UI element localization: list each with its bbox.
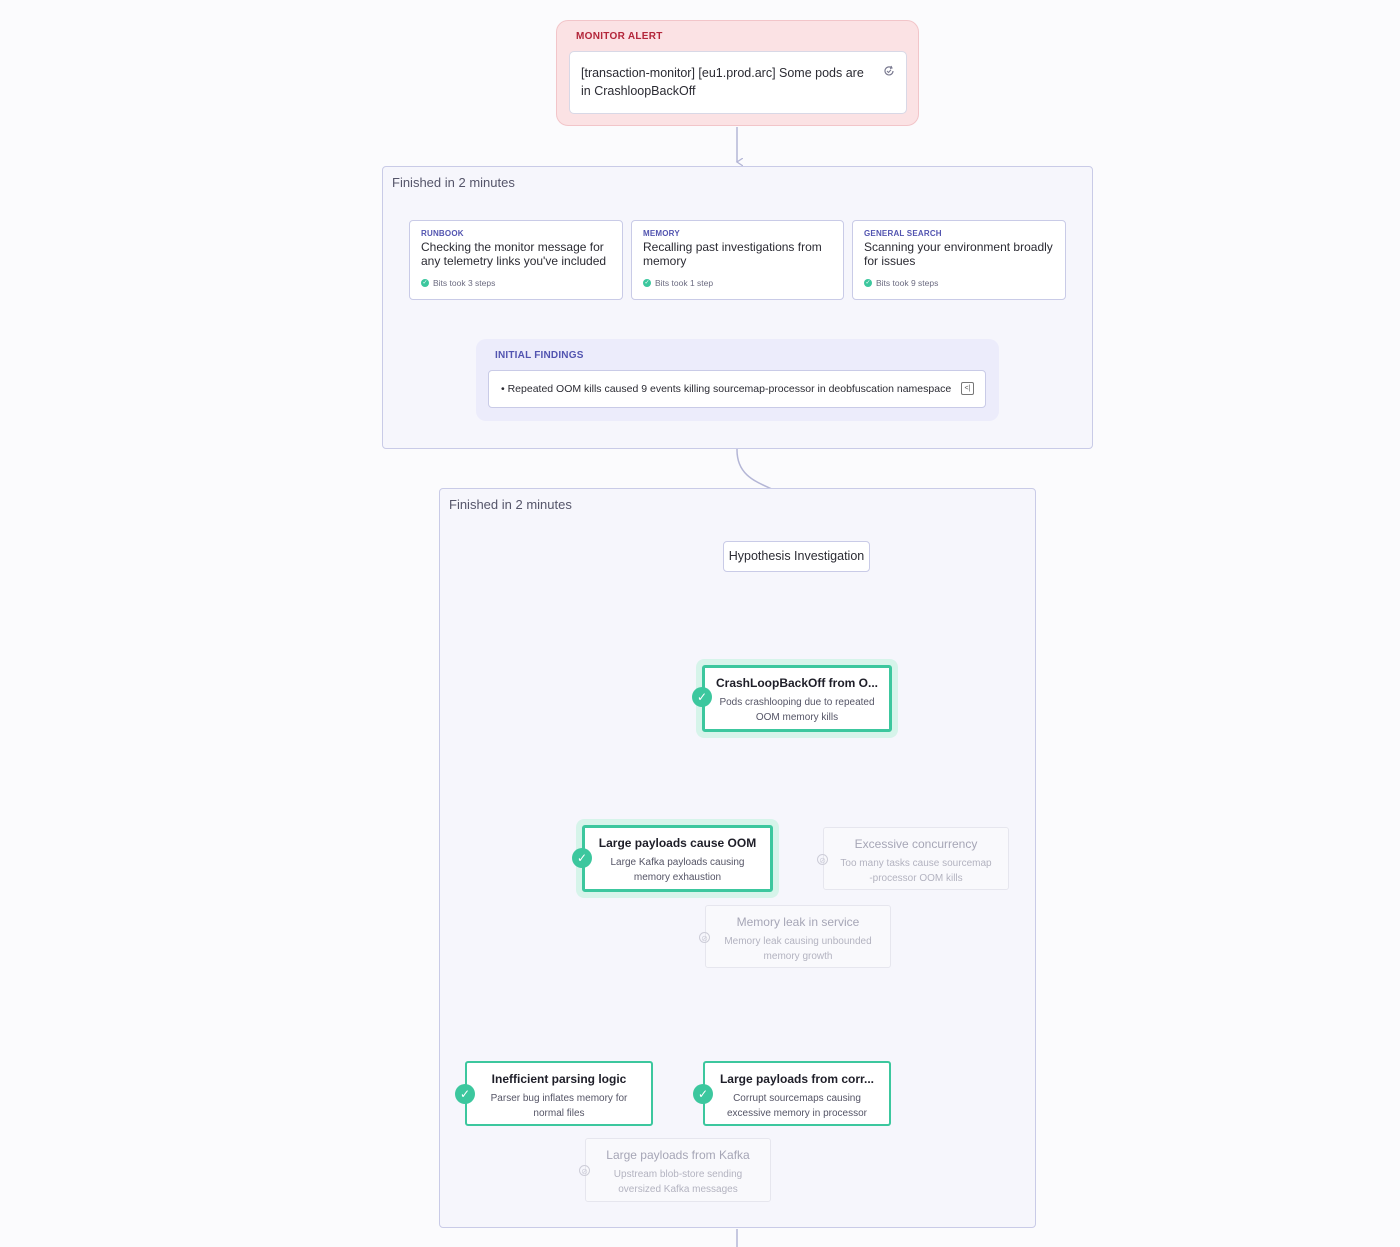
node-desc: Too many tasks cause sourcemap -processo… [840,858,992,884]
monitor-alert-message: [transaction-monitor] [eu1.prod.arc] Som… [581,66,864,98]
check-icon: ✓ [572,848,592,868]
check-icon: ✓ [692,687,712,707]
initial-findings-panel: INITIAL FINDINGS • Repeated OOM kills ca… [476,339,999,421]
finding-item[interactable]: • Repeated OOM kills caused 9 events kil… [488,370,986,408]
step-card-general-search[interactable]: GENERAL SEARCH Scanning your environment… [852,220,1066,300]
hypothesis-investigation-node[interactable]: Hypothesis Investigation [723,541,870,572]
step-text: Checking the monitor message for any tel… [421,240,607,268]
check-icon: ✓ [643,279,651,287]
check-icon: ✓ [864,279,872,287]
step-meta: ✓Bits took 3 steps [421,278,496,288]
hypothesis-node-large-payloads[interactable]: Large payloads cause OOM Large Kafka pay… [582,825,773,892]
node-title: Inefficient parsing logic [491,1072,627,1086]
step-card-runbook[interactable]: RUNBOOK Checking the monitor message for… [409,220,623,300]
finding-text: Repeated OOM kills caused 9 events killi… [507,383,952,395]
hypothesis-node-crashloop[interactable]: CrashLoopBackOff from O... Pods crashloo… [702,665,892,732]
group-duration-label: Finished in 2 minutes [392,175,515,190]
hypothesis-node-large-payloads-kafka[interactable]: Large payloads from Kafka Upstream blob-… [585,1138,771,1202]
check-icon: ✓ [455,1084,475,1104]
expand-icon[interactable]: <| [961,382,974,395]
step-tag: MEMORY [643,229,680,238]
step-text: Recalling past investigations from memor… [643,240,822,268]
node-desc: Upstream blob-store sending oversized Ka… [613,1169,743,1195]
check-icon: ✓ [693,1084,713,1104]
hypothesis-node-excessive-concurrency[interactable]: Excessive concurrency Too many tasks cau… [823,827,1009,890]
refresh-check-icon[interactable] [883,65,895,77]
node-title: Large payloads cause OOM [598,836,757,850]
ruled-out-icon: ⊘ [699,932,710,943]
node-title: CrashLoopBackOff from O... [715,676,879,690]
step-tag: RUNBOOK [421,229,464,238]
check-icon: ✓ [421,279,429,287]
step-text: Scanning your environment broadly for is… [864,240,1053,268]
node-desc: Large Kafka payloads causing memory exha… [610,857,745,883]
initial-findings-title: INITIAL FINDINGS [495,350,584,361]
ruled-out-icon: ⊘ [817,854,828,865]
hypothesis-node-memory-leak[interactable]: Memory leak in service Memory leak causi… [705,905,891,968]
node-desc: Memory leak causing unbounded memory gro… [724,936,872,962]
hypothesis-node-inefficient-parsing[interactable]: Inefficient parsing logic Parser bug inf… [465,1061,653,1126]
step-tag: GENERAL SEARCH [864,229,942,238]
node-title: Large payloads from Kafka [606,1148,750,1162]
step-meta: ✓Bits took 1 step [643,278,714,288]
node-desc: Corrupt sourcemaps causing excessive mem… [726,1093,868,1119]
group-duration-label: Finished in 2 minutes [449,497,572,512]
hypothesis-node-large-payloads-corrupt[interactable]: Large payloads from corr... Corrupt sour… [703,1061,891,1126]
node-desc: Pods crashlooping due to repeated OOM me… [719,697,875,723]
node-title: Large payloads from corr... [719,1072,875,1086]
monitor-alert-panel: MONITOR ALERT [transaction-monitor] [eu1… [556,20,919,126]
node-title: Excessive concurrency [854,837,978,851]
monitor-alert-title: MONITOR ALERT [576,31,663,42]
node-title: Memory leak in service [736,915,860,929]
monitor-alert-card[interactable]: [transaction-monitor] [eu1.prod.arc] Som… [569,51,907,114]
step-meta: ✓Bits took 9 steps [864,278,939,288]
step-card-memory[interactable]: MEMORY Recalling past investigations fro… [631,220,844,300]
ruled-out-icon: ⊘ [579,1165,590,1176]
node-desc: Parser bug inflates memory for normal fi… [490,1093,628,1119]
